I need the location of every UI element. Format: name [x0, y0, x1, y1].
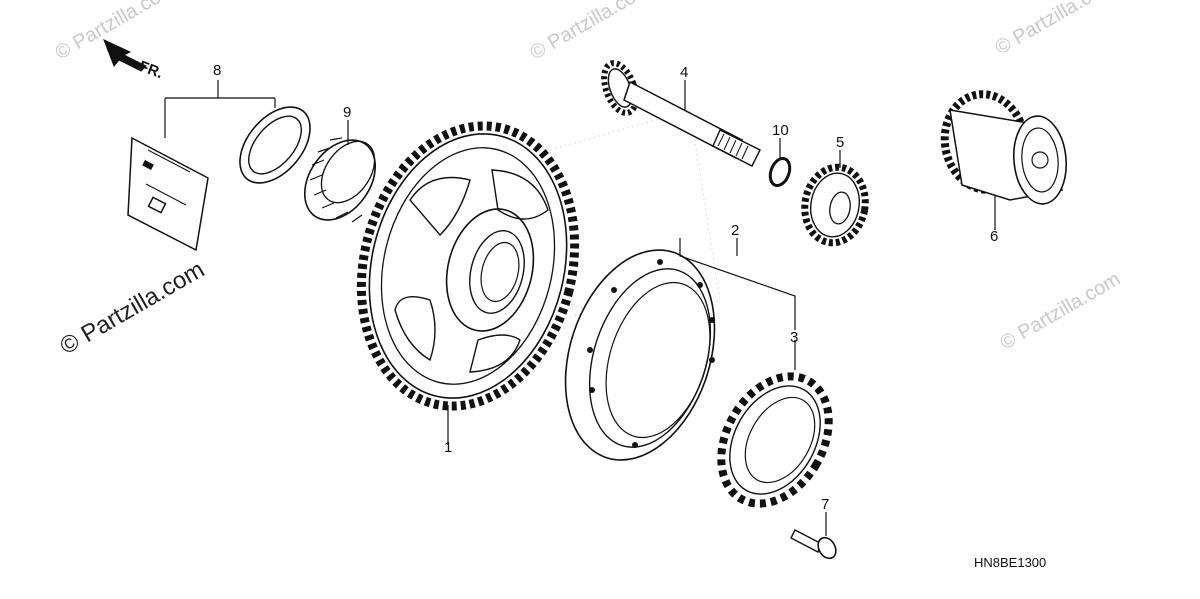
callout-8: 8 [213, 62, 221, 79]
front-label: FR. [137, 58, 166, 82]
callout-4: 4 [680, 64, 688, 81]
part-8-washer-set[interactable] [127, 94, 324, 252]
part-1-starter-driven-gear[interactable] [333, 103, 604, 429]
callout-1: 1 [444, 439, 452, 456]
callout-7: 7 [821, 496, 829, 513]
diagram-code: HN8BE1300 [974, 555, 1046, 570]
front-indicator: FR. [103, 39, 166, 82]
part-9-needle-bearing[interactable] [290, 127, 390, 233]
callout-6: 6 [990, 228, 998, 245]
callout-5: 5 [836, 134, 844, 151]
part-2-clutch-outer[interactable] [540, 231, 740, 480]
callouts: 8 9 1 4 10 5 6 2 3 7 [213, 62, 998, 513]
watermark: © Partzilla.com [992, 0, 1120, 59]
part-4-shaft[interactable] [598, 59, 761, 167]
callout-10: 10 [772, 122, 789, 139]
callout-2: 2 [731, 222, 739, 239]
arrow-icon [103, 39, 147, 72]
part-3-one-way-clutch[interactable] [699, 357, 850, 523]
part-10-circlip[interactable] [767, 156, 793, 188]
watermark: © Partzilla.com [527, 0, 655, 64]
callout-3: 3 [790, 329, 798, 346]
part-7-bolt[interactable] [790, 529, 839, 562]
watermark: © Partzilla.com [997, 268, 1125, 354]
watermark-main: © Partzilla.com [56, 256, 210, 360]
part-6-clutch-assembly[interactable] [937, 88, 1069, 206]
part-5-gear[interactable] [799, 162, 871, 247]
leader-lines [164, 80, 996, 536]
callout-9: 9 [343, 104, 351, 121]
